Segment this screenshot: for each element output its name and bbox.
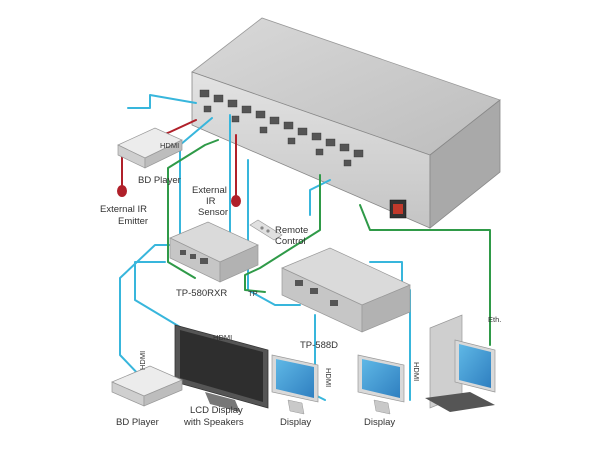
eth-cable (359, 204, 491, 346)
bd-player-bottom (111, 365, 183, 407)
hdmi-display2-label: HDMI (412, 362, 421, 381)
hdmi-cable-bd-top (127, 94, 197, 109)
display-1 (271, 354, 319, 415)
external-ir-sensor-label-line3: Sensor (198, 207, 228, 218)
hdmi-display1-label: HDMI (324, 368, 333, 387)
tp-580rxr-label: TP-580RXR (176, 288, 227, 299)
hdmi-top-label: HDMI (160, 141, 179, 150)
tp-cable-588 (244, 174, 321, 293)
external-ir-sensor (231, 195, 241, 207)
computer (425, 314, 496, 412)
remote-control-label-line1: Remote (275, 225, 308, 236)
tp-label: TP (248, 289, 258, 298)
hdmi-cable-tp588 (247, 159, 301, 306)
display-1-label: Display (280, 417, 311, 428)
tp-588d-label: TP-588D (300, 340, 338, 351)
external-ir-emitter-label-line2: Emitter (118, 216, 148, 227)
hdmi-cable-aux (309, 179, 331, 216)
hdmi-left-label: HDMI (138, 351, 147, 370)
lcd-display (174, 324, 269, 412)
display-2-label: Display (364, 417, 395, 428)
external-ir-emitter-label-line1: External IR (100, 204, 147, 215)
tp-cable-rx (167, 139, 219, 279)
display-2 (357, 354, 405, 415)
lcd-display-label-line1: LCD Display (190, 405, 243, 416)
external-ir-sensor-label-line1: External (192, 185, 227, 196)
remote-control-label-line2: Control (275, 236, 306, 247)
tp-588d-device (281, 247, 411, 333)
bd-player-top (117, 127, 183, 169)
hdmi-lcd-label: HDMI (213, 333, 232, 342)
external-ir-sensor-label-line2: IR (206, 196, 216, 207)
remote-control (249, 219, 283, 241)
tp-580rxr-device (169, 221, 259, 283)
external-ir-emitter (117, 185, 127, 197)
eth-label: Eth. (488, 315, 501, 324)
lcd-display-label-line2: with Speakers (183, 417, 244, 428)
matrix-switcher (191, 17, 501, 229)
bd-player-bottom-label: BD Player (116, 417, 159, 428)
bd-player-top-label: BD Player (138, 175, 181, 186)
